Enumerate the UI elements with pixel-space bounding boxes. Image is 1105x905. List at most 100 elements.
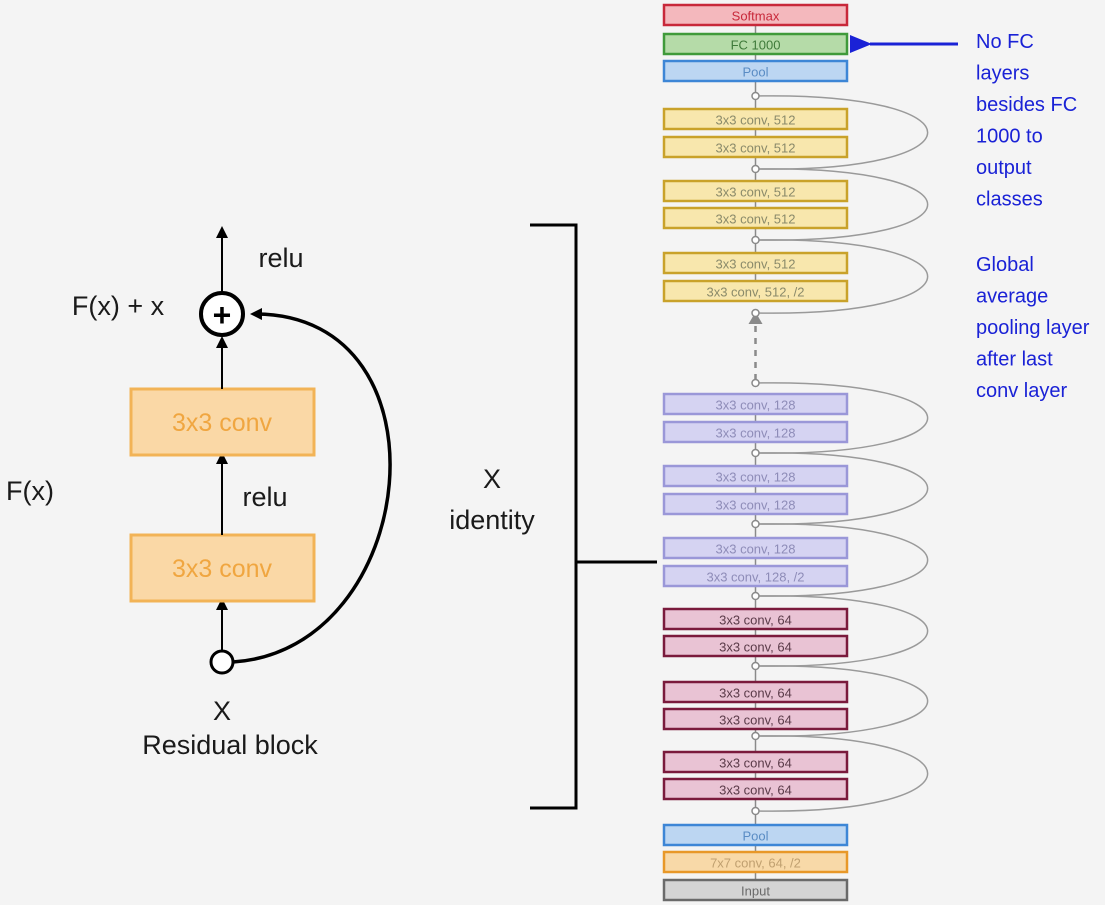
layer-c64: 3x3 conv, 64 <box>662 777 849 801</box>
layer-label: 3x3 conv, 512 <box>716 113 796 128</box>
layer-c64: 3x3 conv, 64 <box>662 607 849 631</box>
layer-box <box>662 135 849 159</box>
layer-box <box>662 850 849 874</box>
layer-box <box>662 392 849 416</box>
skip-arc <box>755 452 929 525</box>
layer-label: 3x3 conv, 128, /2 <box>706 570 804 585</box>
layer-label: 3x3 conv, 128 <box>716 542 796 557</box>
junction-dot <box>751 91 760 101</box>
annotation-line: conv layer <box>976 380 1067 402</box>
junction-dot <box>751 235 760 245</box>
layer-c128: 3x3 conv, 128 <box>662 492 849 516</box>
layer-box <box>662 607 849 631</box>
skip-arc <box>755 523 929 597</box>
layer-box <box>662 777 849 801</box>
junction-dot <box>751 519 760 529</box>
plus-symbol: + <box>213 297 232 333</box>
layer-label: 3x3 conv, 128 <box>716 398 796 413</box>
layer-box <box>662 179 849 203</box>
layer-label: 3x3 conv, 64 <box>719 756 792 771</box>
layer-box <box>662 823 849 847</box>
layer-c64: 3x3 conv, 64 <box>662 680 849 704</box>
layer-pool: Pool <box>662 823 849 847</box>
skip-connection-arc <box>232 308 392 664</box>
layer-label: 3x3 conv, 64 <box>719 686 792 701</box>
skip-arc <box>755 168 929 241</box>
junction-dot <box>751 591 760 601</box>
layer-c64: 3x3 conv, 64 <box>662 634 849 658</box>
layer-label: 3x3 conv, 512 <box>716 212 796 227</box>
layer-c128: 3x3 conv, 128 <box>662 420 849 444</box>
layer-softmax: Softmax <box>662 3 849 27</box>
layer-c512: 3x3 conv, 512 <box>662 107 849 131</box>
skip-arc <box>755 95 929 170</box>
layer-conv7: 7x7 conv, 64, /2 <box>662 850 849 874</box>
layer-fc: FC 1000 <box>662 32 849 56</box>
annotation-line: pooling layer <box>976 317 1090 339</box>
layer-label: Softmax <box>732 9 780 24</box>
layer-label: 3x3 conv, 512 <box>716 185 796 200</box>
layer-box <box>662 707 849 731</box>
layer-label: 7x7 conv, 64, /2 <box>710 856 801 871</box>
layer-box <box>662 750 849 774</box>
input-x-label: X <box>213 696 231 726</box>
skip-arc <box>755 382 929 454</box>
identity-bracket: X identity <box>449 223 657 810</box>
annotation-line: output <box>976 157 1032 179</box>
layer-label: Pool <box>742 829 768 844</box>
layer-label: Input <box>741 884 770 899</box>
junction-dot <box>751 308 760 318</box>
relu-mid-label: relu <box>242 482 287 512</box>
bracket-x-label: X <box>483 464 501 494</box>
layer-box <box>662 251 849 275</box>
skip-arc <box>755 595 929 667</box>
layer-box <box>662 492 849 516</box>
layer-box <box>662 878 849 902</box>
layer-box <box>662 3 849 27</box>
skip-arc <box>755 239 929 314</box>
junction-dot <box>751 731 760 741</box>
annotation-line: No FC <box>976 31 1034 53</box>
layer-box <box>662 107 849 131</box>
layer-c512: 3x3 conv, 512 <box>662 206 849 230</box>
layer-label: 3x3 conv, 512 <box>716 257 796 272</box>
layer-label: 3x3 conv, 512 <box>716 141 796 156</box>
annotation-line: Global <box>976 254 1034 276</box>
layer-label: 3x3 conv, 64 <box>719 640 792 655</box>
layer-c128: 3x3 conv, 128 <box>662 536 849 560</box>
layer-c512: 3x3 conv, 512, /2 <box>662 279 849 303</box>
layer-box <box>662 464 849 488</box>
junction-dot <box>751 378 760 388</box>
layer-label: Pool <box>742 65 768 80</box>
layer-label: 3x3 conv, 128 <box>716 498 796 513</box>
layer-label: 3x3 conv, 64 <box>719 783 792 798</box>
residual-block-caption: Residual block <box>142 730 318 760</box>
layer-c128: 3x3 conv, 128 <box>662 464 849 488</box>
relu-top-label: relu <box>258 243 303 273</box>
layer-c64: 3x3 conv, 64 <box>662 707 849 731</box>
junction-dot <box>751 448 760 458</box>
bracket-identity-label: identity <box>449 505 535 535</box>
layer-box <box>662 206 849 230</box>
layer-box <box>662 536 849 560</box>
layer-box <box>662 634 849 658</box>
junction-dot <box>751 806 760 816</box>
layer-pool: Pool <box>662 59 849 83</box>
layer-box <box>662 680 849 704</box>
output-label: F(x) + x <box>72 291 165 321</box>
layer-c512: 3x3 conv, 512 <box>662 179 849 203</box>
layer-box <box>662 564 849 588</box>
layer-c512: 3x3 conv, 512 <box>662 135 849 159</box>
junction-dot <box>751 164 760 174</box>
plus-icon <box>199 291 245 337</box>
layer-label: FC 1000 <box>731 38 781 53</box>
layer-input: Input <box>662 878 849 902</box>
layer-c512: 3x3 conv, 512 <box>662 251 849 275</box>
layer-label: 3x3 conv, 64 <box>719 713 792 728</box>
annotation-line: classes <box>976 189 1043 211</box>
layer-label: 3x3 conv, 128 <box>716 426 796 441</box>
